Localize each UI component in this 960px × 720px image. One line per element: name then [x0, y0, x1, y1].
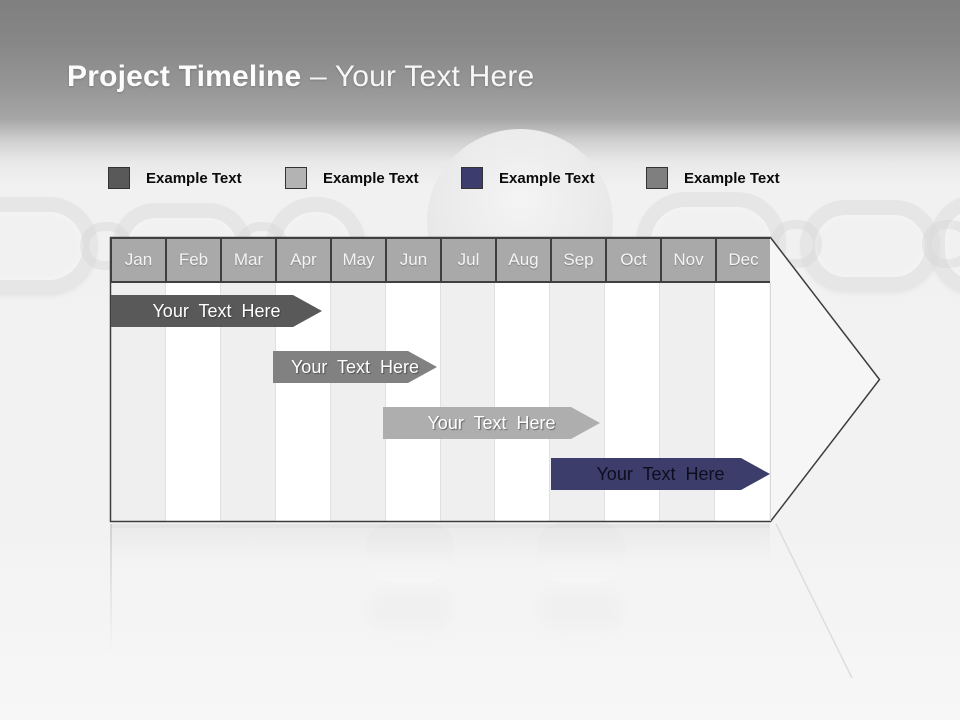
month-cell-feb: Feb — [167, 239, 222, 281]
month-cell-nov: Nov — [662, 239, 717, 281]
gantt-bar-label: Your Text Here — [427, 412, 556, 433]
month-cell-jul: Jul — [442, 239, 497, 281]
month-column — [330, 283, 386, 521]
month-cell-sep: Sep — [552, 239, 607, 281]
table-edge-reflection — [110, 524, 112, 654]
month-cell-jun: Jun — [387, 239, 442, 281]
legend-label: Example Text — [146, 169, 242, 187]
gantt-bar-1: Your Text Here — [111, 295, 322, 327]
legend-label: Example Text — [323, 169, 419, 187]
month-cell-aug: Aug — [497, 239, 552, 281]
month-column — [495, 283, 551, 521]
gantt-bar-3: Your Text Here — [383, 407, 600, 439]
month-cell-dec: Dec — [717, 239, 770, 281]
legend-label: Example Text — [684, 169, 780, 187]
title-subtitle: – Your Text Here — [309, 60, 535, 93]
gantt-bar-label: Your Text Here — [290, 356, 420, 377]
month-cell-oct: Oct — [607, 239, 662, 281]
legend-color-swatch — [461, 167, 483, 189]
legend-item: Example Text — [285, 166, 419, 190]
figure-foot-reflection — [537, 590, 625, 632]
month-column — [385, 283, 441, 521]
gantt-bar-4: Your Text Here — [551, 458, 770, 490]
page-title: Project Timeline – Your Text Here — [67, 60, 534, 94]
title-main: Project Timeline — [67, 60, 302, 93]
legend-item: Example Text — [646, 166, 780, 190]
month-cell-mar: Mar — [222, 239, 277, 281]
legend-item: Example Text — [461, 166, 595, 190]
legend-color-swatch — [108, 167, 130, 189]
gantt-bar-2: Your Text Here — [273, 351, 437, 383]
month-cell-jan: Jan — [112, 239, 167, 281]
gantt-bar-label: Your Text Here — [596, 463, 725, 484]
legend: Example Text Example Text Example Text E… — [0, 166, 960, 192]
figure-foot-reflection — [366, 590, 454, 632]
month-cell-apr: Apr — [277, 239, 332, 281]
month-cell-may: May — [332, 239, 387, 281]
month-header-row: Jan Feb Mar Apr May Jun Jul Aug Sep Oct … — [110, 237, 770, 283]
legend-color-swatch — [646, 167, 668, 189]
table-reflection — [111, 524, 770, 528]
table-reflection-fade — [111, 528, 770, 562]
month-column — [440, 283, 496, 521]
gantt-bar-label: Your Text Here — [152, 300, 281, 321]
legend-color-swatch — [285, 167, 307, 189]
legend-label: Example Text — [499, 169, 595, 187]
legend-item: Example Text — [108, 166, 242, 190]
